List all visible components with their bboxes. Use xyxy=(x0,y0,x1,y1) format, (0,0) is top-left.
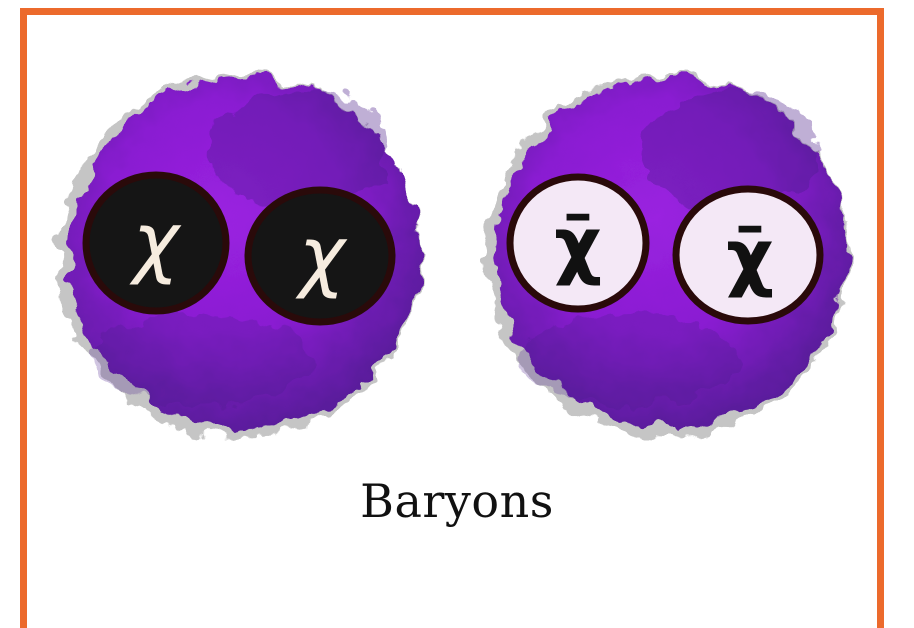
quark-disc-left-2: χ xyxy=(248,190,392,322)
antiquark-disc-right-2: χ̄ xyxy=(676,189,820,321)
chi-symbol: χ xyxy=(129,197,182,287)
chi-symbol: χ xyxy=(295,211,348,301)
antiquark-disc-right-1: χ̄ xyxy=(510,177,646,309)
figure-frame: χ χ χ̄ χ̄ Baryons xyxy=(0,0,914,575)
quark-disc-left-1: χ xyxy=(86,175,226,311)
caption: Baryons xyxy=(0,474,914,528)
chi-bar-symbol: χ̄ xyxy=(726,214,774,300)
chi-bar-symbol: χ̄ xyxy=(554,202,602,288)
